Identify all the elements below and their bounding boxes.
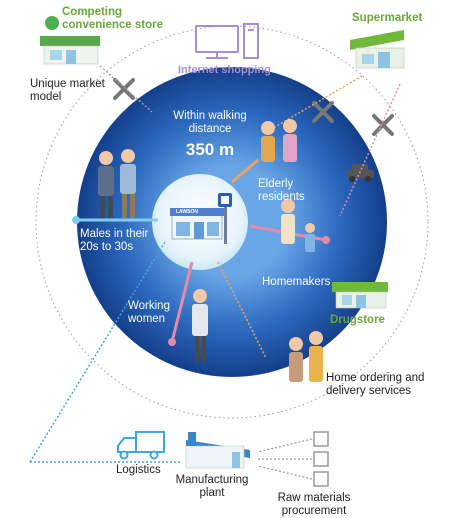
blocked-competitor-x: [113, 78, 135, 100]
store-sign-text: LAWSON: [176, 209, 198, 215]
working-women-label: Working women: [128, 300, 170, 325]
working-women-arrow: [170, 261, 194, 343]
car-icon: [346, 164, 374, 182]
drugstore-icon: [332, 282, 388, 309]
working-woman-figure: [192, 289, 208, 362]
elderly-figures: [261, 119, 297, 162]
supermarket-label: Supermarket: [352, 12, 423, 24]
competing-store-label: Competing convenience store: [62, 6, 163, 31]
males-figures: [98, 149, 136, 218]
raw-material-arrows: [257, 438, 313, 480]
raw-material-boxes: [313, 431, 329, 487]
home-ordering-label: Home ordering and delivery services: [326, 372, 425, 397]
manufacturing-plant-icon: [185, 432, 250, 469]
supermarket-arrow-pink: [339, 83, 401, 217]
elderly-residents-label: Elderly residents: [258, 178, 305, 203]
competing-store-icon: [40, 16, 100, 65]
blocked-car-x: [372, 114, 394, 136]
males-label: Males in their 20s to 30s: [80, 228, 149, 253]
raw-materials-label: Raw materials procurement: [277, 492, 351, 517]
computer-icon: [195, 23, 259, 59]
logistics-label: Logistics: [116, 464, 161, 476]
unique-market-model-label: Unique market model: [30, 78, 105, 103]
truck-icon: [117, 431, 165, 460]
blocked-supermarket-x: [312, 101, 334, 123]
manufacturing-plant-label: Manufacturing plant: [175, 474, 249, 499]
homemakers-figures: [281, 199, 315, 252]
supermarket-icon: [350, 30, 405, 69]
competitor-arrow: [99, 65, 153, 113]
lawson-store: [170, 193, 232, 244]
walking-distance-label: Within walking distance: [173, 110, 247, 135]
delivery-line: [217, 261, 267, 359]
homemakers-label: Homemakers: [262, 276, 331, 288]
delivery-figures: [289, 331, 323, 382]
logistics-line: [29, 241, 166, 463]
distance-value: 350 m: [185, 140, 235, 159]
internet-shopping-label: Internet shopping: [178, 64, 271, 76]
drugstore-label: Drugstore: [330, 314, 385, 326]
elderly-arrow: [231, 158, 259, 184]
